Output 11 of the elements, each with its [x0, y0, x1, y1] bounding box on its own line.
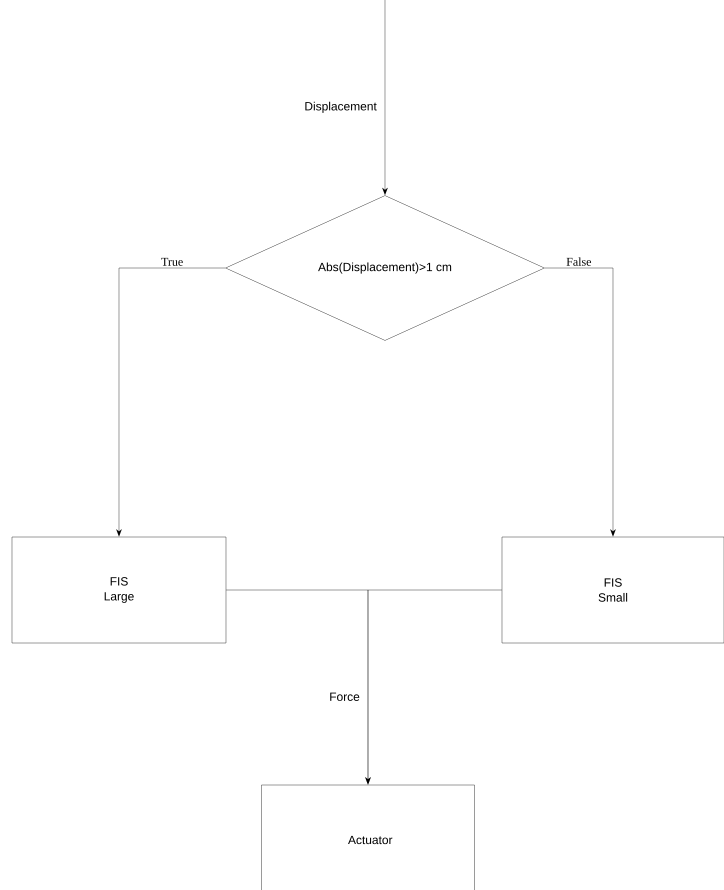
- process-box: FIS Large: [12, 536, 226, 644]
- edge-label: True: [161, 258, 183, 266]
- arrow: [365, 590, 502, 784]
- arrow: [544, 268, 616, 536]
- process-box: FIS Small: [502, 536, 724, 644]
- edge-label: Force: [330, 692, 360, 701]
- arrow: [116, 268, 226, 536]
- edge-label: Displacement: [305, 102, 377, 113]
- process-box: Actuator: [261, 784, 475, 890]
- arrow: [382, 0, 388, 195]
- edge-label: False: [566, 257, 592, 266]
